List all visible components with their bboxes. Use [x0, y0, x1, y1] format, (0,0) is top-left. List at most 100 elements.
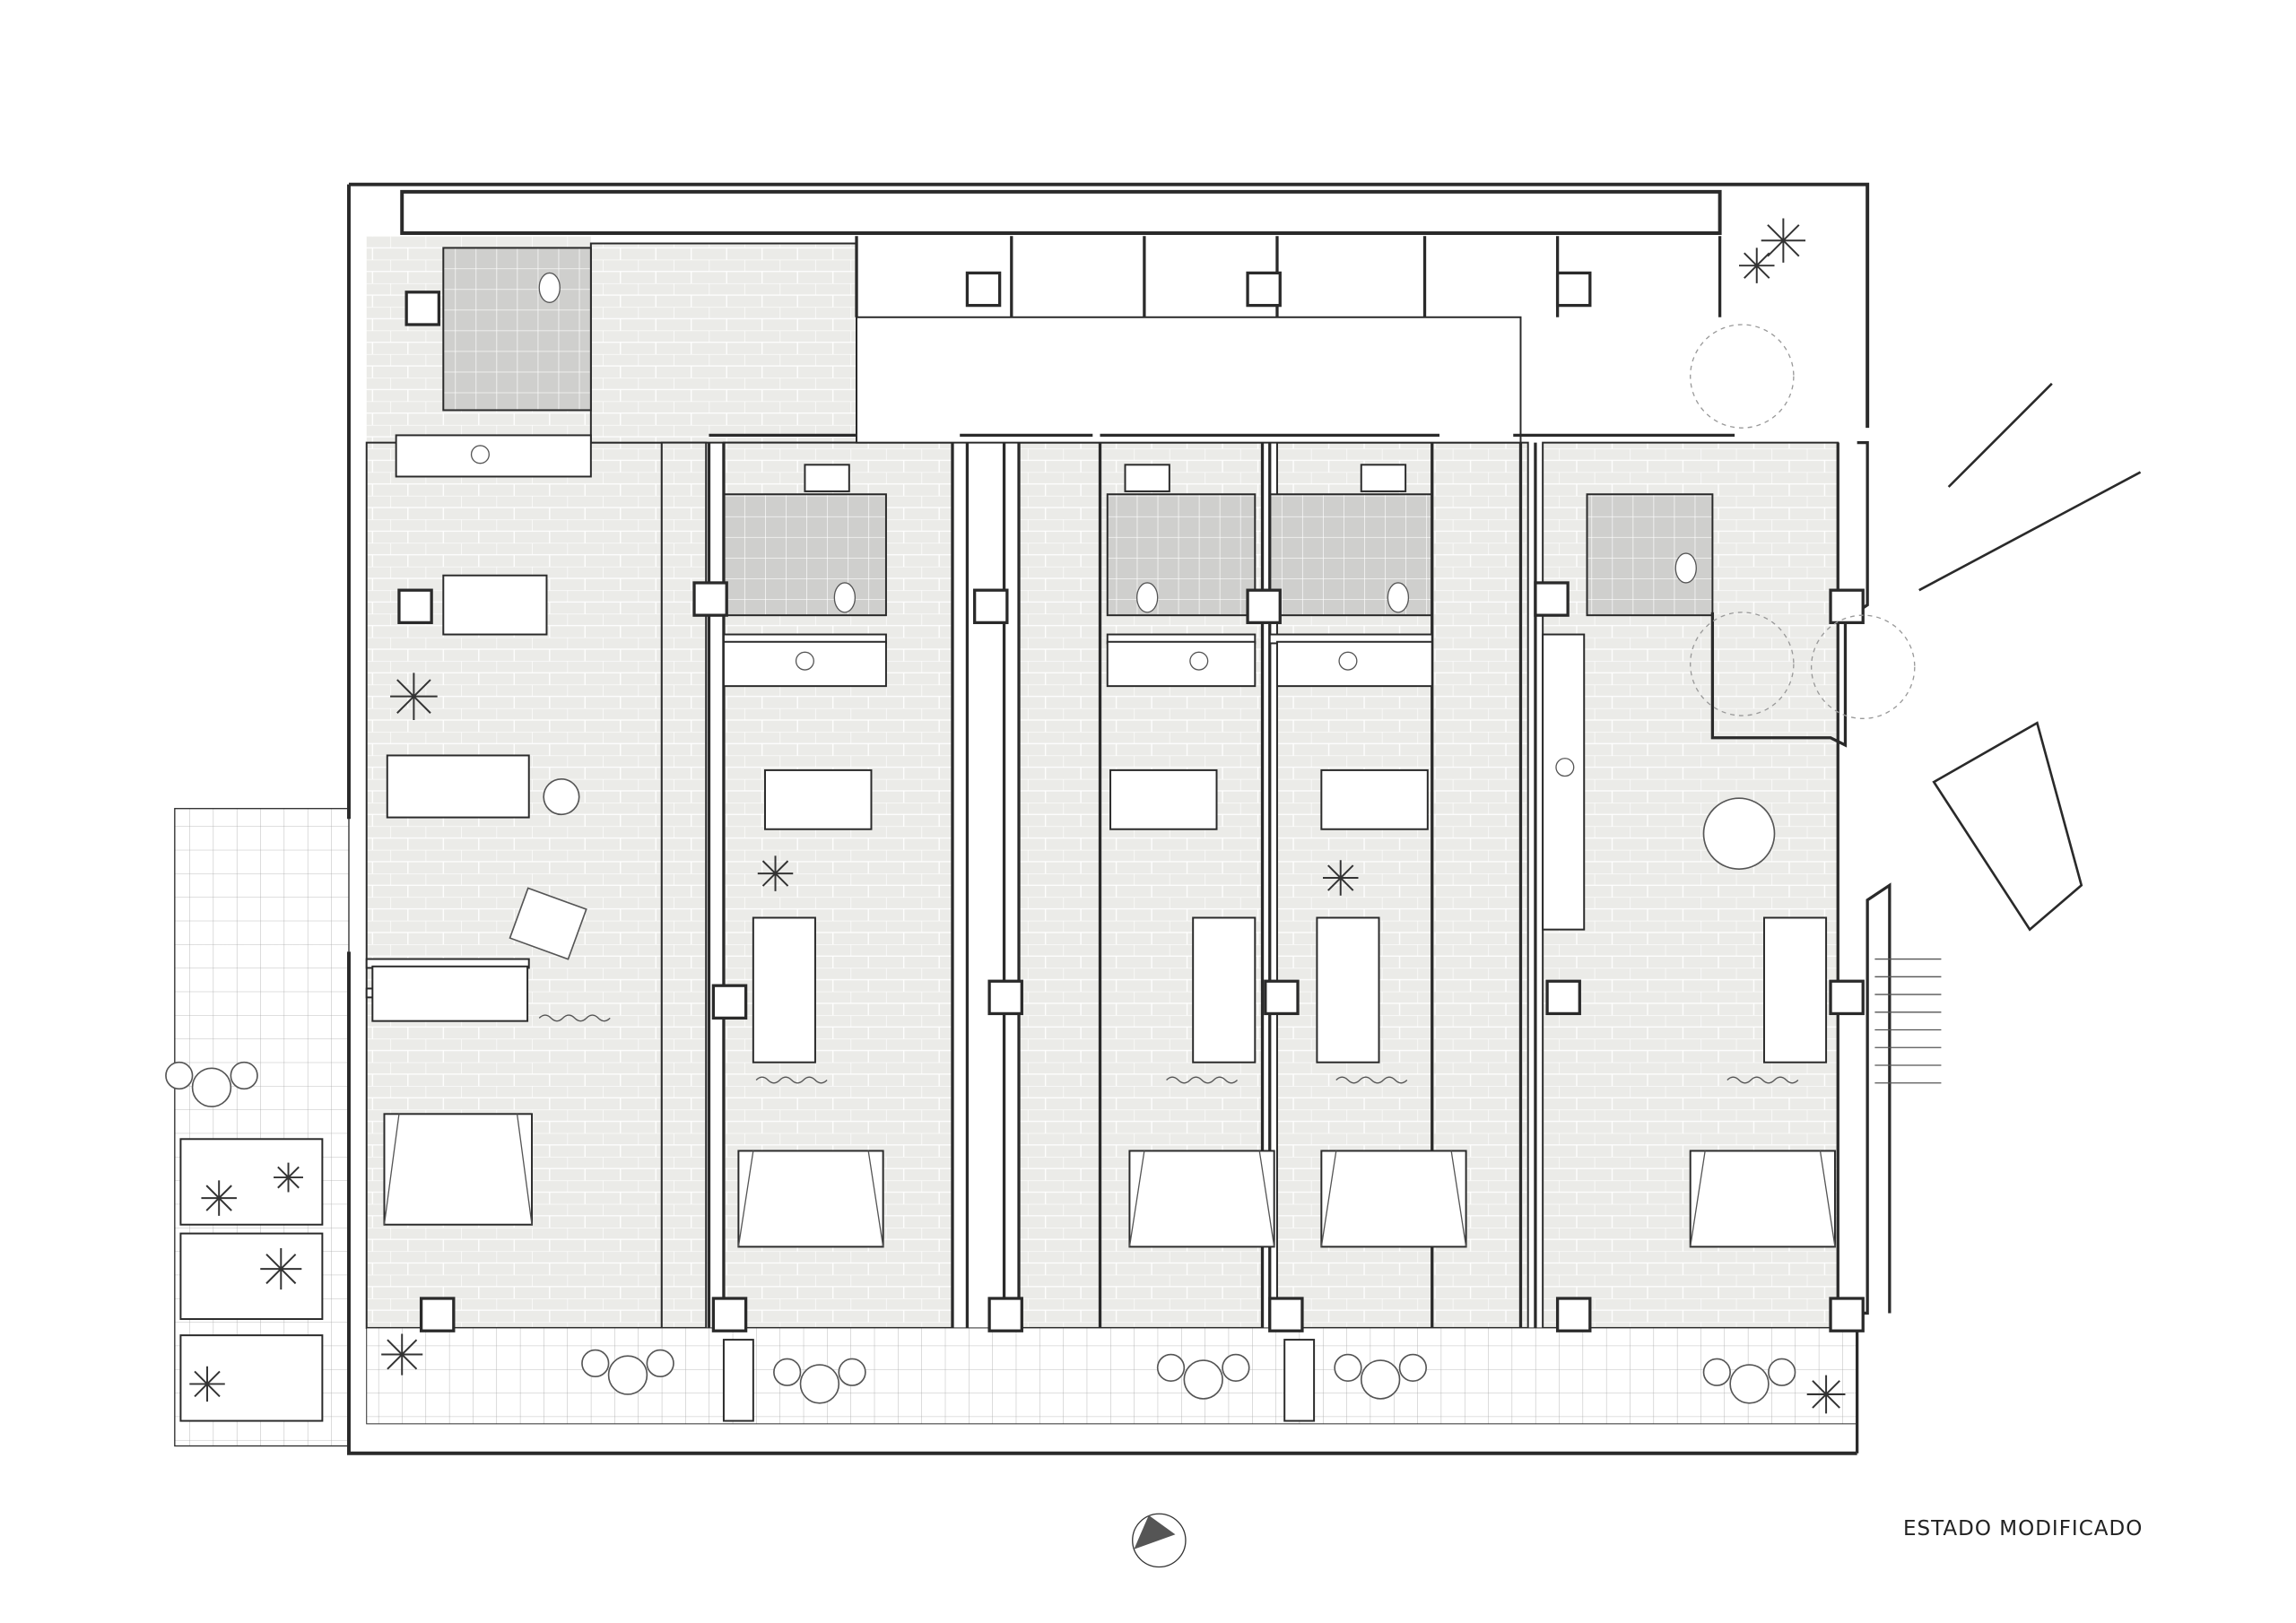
corridor: [856, 316, 1522, 444]
sink: [804, 464, 850, 492]
terrace-chair: [1156, 1353, 1186, 1382]
dining-table: [1109, 768, 1218, 830]
plant-icon: [201, 1180, 237, 1216]
bed-pillow-line: [737, 1150, 884, 1247]
cooktop-icon: [1555, 758, 1575, 777]
exterior-steps: [1918, 382, 2142, 932]
structural-column: [1555, 1297, 1592, 1332]
sofa: [386, 754, 530, 819]
bed: [383, 1113, 534, 1226]
round-table: [1702, 797, 1776, 870]
kitchen-counter: [1106, 640, 1257, 688]
balcony-planter: [179, 1334, 324, 1422]
door-swing: [1810, 614, 1916, 719]
north-arrow-icon: [1132, 1513, 1187, 1568]
curtain: [755, 1076, 828, 1084]
plant-icon: [260, 1248, 302, 1290]
terrace-table: [1360, 1359, 1401, 1400]
armchair: [509, 887, 587, 960]
structural-column: [1268, 1297, 1304, 1332]
terrace-chair: [1334, 1353, 1362, 1382]
planter: [1283, 1339, 1316, 1422]
terrace-table: [607, 1355, 648, 1395]
curtain: [538, 1014, 611, 1022]
plant-icon: [189, 1366, 225, 1402]
toilet-icon: [1674, 552, 1697, 584]
cooktop-icon: [470, 445, 490, 464]
sofa: [752, 916, 816, 1063]
toilet-icon: [538, 272, 561, 303]
bathroom-3: [1106, 493, 1257, 617]
toilet-icon: [1387, 582, 1410, 613]
plant-icon: [1322, 860, 1359, 896]
curtain: [1166, 1076, 1239, 1084]
dining-table: [764, 768, 873, 830]
cooktop-icon: [795, 651, 814, 671]
terrace-chair: [230, 1061, 258, 1090]
terrace-chair: [838, 1358, 866, 1386]
planter: [722, 1339, 754, 1422]
bathroom-5: [1586, 493, 1714, 617]
plant-icon: [1761, 218, 1806, 263]
bed-pillow-line: [1320, 1150, 1467, 1247]
sink: [1360, 464, 1407, 492]
terrace-chair: [1768, 1358, 1796, 1386]
dining-table: [1320, 768, 1429, 830]
drawing-title: ESTADO MODIFICADO: [1903, 1517, 2144, 1541]
terrace-table: [799, 1364, 840, 1404]
structural-column: [692, 581, 728, 617]
terrace-chair: [1222, 1353, 1250, 1382]
dining-table: [442, 574, 548, 636]
kitchen-counter: [1542, 633, 1586, 931]
furniture-layer: [165, 218, 2142, 1568]
cooktop-icon: [1189, 651, 1209, 671]
kitchen-counter: [722, 640, 887, 688]
plant-icon: [390, 673, 438, 720]
structural-column: [1829, 1297, 1865, 1332]
tv-unit: [371, 965, 529, 1022]
balcony-planter: [179, 1138, 324, 1226]
bathroom-2: [722, 493, 887, 617]
terrace-table: [191, 1067, 232, 1107]
terrace-chair: [1398, 1353, 1427, 1382]
structural-column: [965, 271, 1002, 308]
bed: [1689, 1150, 1836, 1248]
door-swing: [1690, 612, 1795, 716]
east-wall: [1855, 882, 1892, 1454]
curtain: [1726, 1076, 1799, 1084]
structural-column: [973, 588, 1009, 625]
plant-icon: [274, 1162, 303, 1193]
structural-column: [1829, 979, 1865, 1016]
structural-column: [987, 1297, 1023, 1332]
structural-column: [1246, 271, 1282, 308]
kitchen-counter: [395, 434, 592, 478]
sofa: [1316, 916, 1380, 1063]
terrace-chair: [773, 1358, 802, 1386]
structural-column: [1545, 979, 1581, 1016]
terrace-chair: [165, 1061, 194, 1090]
sink: [1124, 464, 1170, 492]
terrace-chair: [581, 1349, 610, 1378]
structural-column: [711, 1297, 748, 1332]
plant-icon: [757, 855, 794, 891]
sofa: [1762, 916, 1828, 1063]
bed: [737, 1150, 884, 1248]
side-table: [543, 777, 580, 816]
exterior-wall: [347, 182, 1870, 1455]
structural-column: [711, 984, 748, 1020]
curtain: [1335, 1076, 1408, 1084]
sofa: [1192, 916, 1257, 1063]
toilet-icon: [1136, 582, 1159, 613]
structural-column: [1534, 581, 1570, 617]
bed: [1320, 1150, 1467, 1248]
structural-column: [419, 1297, 456, 1332]
toilet-icon: [833, 582, 857, 613]
plant-icon: [381, 1333, 423, 1376]
structural-column: [987, 979, 1023, 1016]
structural-column: [397, 588, 433, 625]
bed-pillow-line: [1128, 1150, 1275, 1247]
floor-unit-1-strip: [660, 441, 708, 1329]
door-swing: [1690, 324, 1795, 429]
structural-column: [1555, 271, 1592, 308]
floor-layer: [174, 236, 1858, 1447]
